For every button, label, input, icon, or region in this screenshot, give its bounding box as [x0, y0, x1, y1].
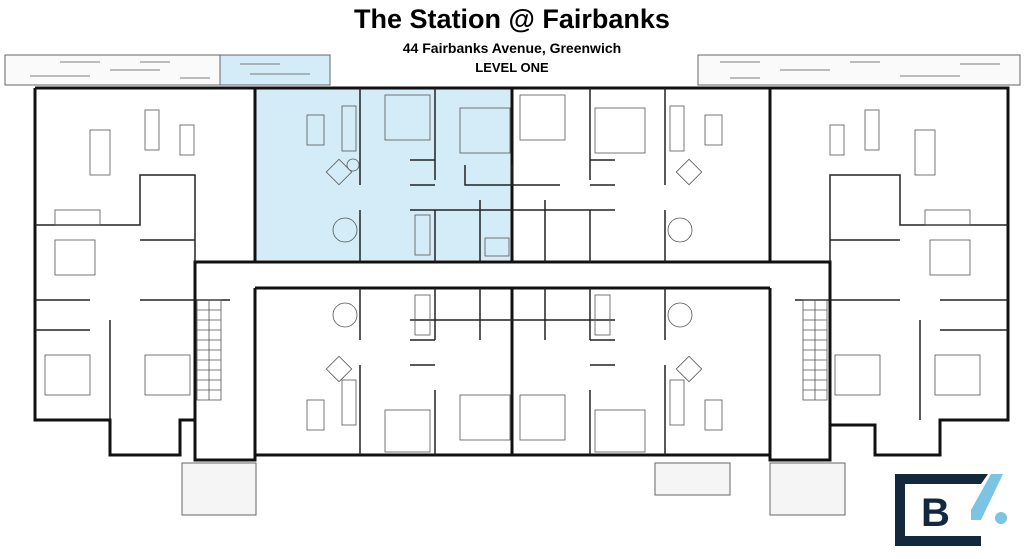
page-title: The Station @ Fairbanks [354, 4, 670, 34]
highlighted-unit [256, 88, 512, 260]
level-label: LEVEL ONE [475, 60, 549, 75]
furniture [44, 94, 981, 453]
patio-top-left [4, 54, 331, 86]
patio-bottom-left [181, 462, 257, 516]
stairs-left [196, 299, 222, 401]
exterior-walls [33, 86, 1010, 462]
patio-bottom-mid [654, 462, 731, 496]
stairs-right [802, 299, 828, 401]
interior-walls [35, 88, 1008, 455]
address: 44 Fairbanks Avenue, Greenwich [402, 40, 622, 56]
patio-bottom-right [769, 462, 846, 516]
svg-text:B: B [921, 491, 950, 535]
patio-top-right [697, 54, 1021, 86]
company-logo: B [895, 474, 1007, 546]
